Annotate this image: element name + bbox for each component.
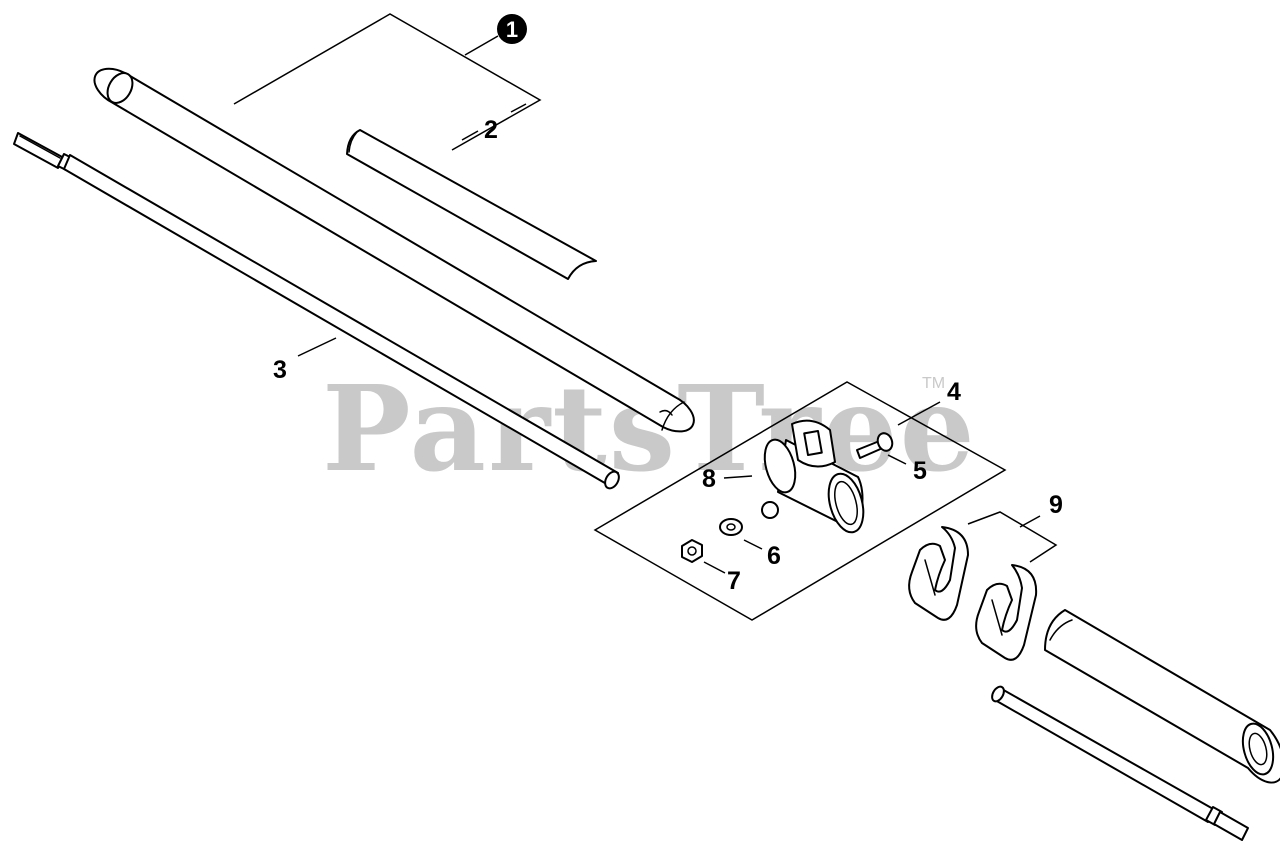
outer-tube[interactable] (93, 67, 695, 433)
bolt[interactable] (856, 431, 895, 459)
nut[interactable] (681, 539, 703, 563)
assembly-bracket (233, 13, 542, 151)
callout-label-washer[interactable]: 6 (767, 542, 781, 570)
lower-shaft[interactable] (990, 685, 1249, 841)
hardware-panel (593, 381, 1007, 621)
callout-badge-icon (497, 14, 527, 44)
watermark-text: PartsTree (322, 359, 977, 498)
callout-label-clamp[interactable]: 9 (1049, 491, 1063, 519)
leader-lines (297, 103, 941, 574)
clamp-left[interactable] (908, 526, 969, 621)
lower-tube[interactable] (1044, 609, 1280, 784)
callout-label-assembly: 1 (506, 17, 518, 42)
watermark-trademark: TM (922, 375, 945, 392)
callout-assembly[interactable]: 1 (497, 14, 527, 44)
callout-label-nut[interactable]: 7 (727, 567, 741, 595)
drive-shaft[interactable] (13, 132, 622, 491)
callout-label-washer-bolt[interactable]: 5 (913, 457, 927, 485)
callout-label-drive-shaft[interactable]: 3 (273, 356, 287, 384)
clamp-bracket (967, 511, 1058, 563)
clamp-right[interactable] (975, 564, 1038, 661)
callout-label-bolt[interactable]: 4 (947, 378, 961, 406)
handle-bracket[interactable] (759, 419, 869, 536)
watermark: PartsTree TM (322, 359, 977, 498)
tube-cover[interactable] (346, 129, 597, 280)
callout-label-handle-bracket[interactable]: 8 (702, 465, 716, 493)
callout-label-tube-cover[interactable]: 2 (484, 116, 498, 144)
washer[interactable] (719, 518, 743, 536)
